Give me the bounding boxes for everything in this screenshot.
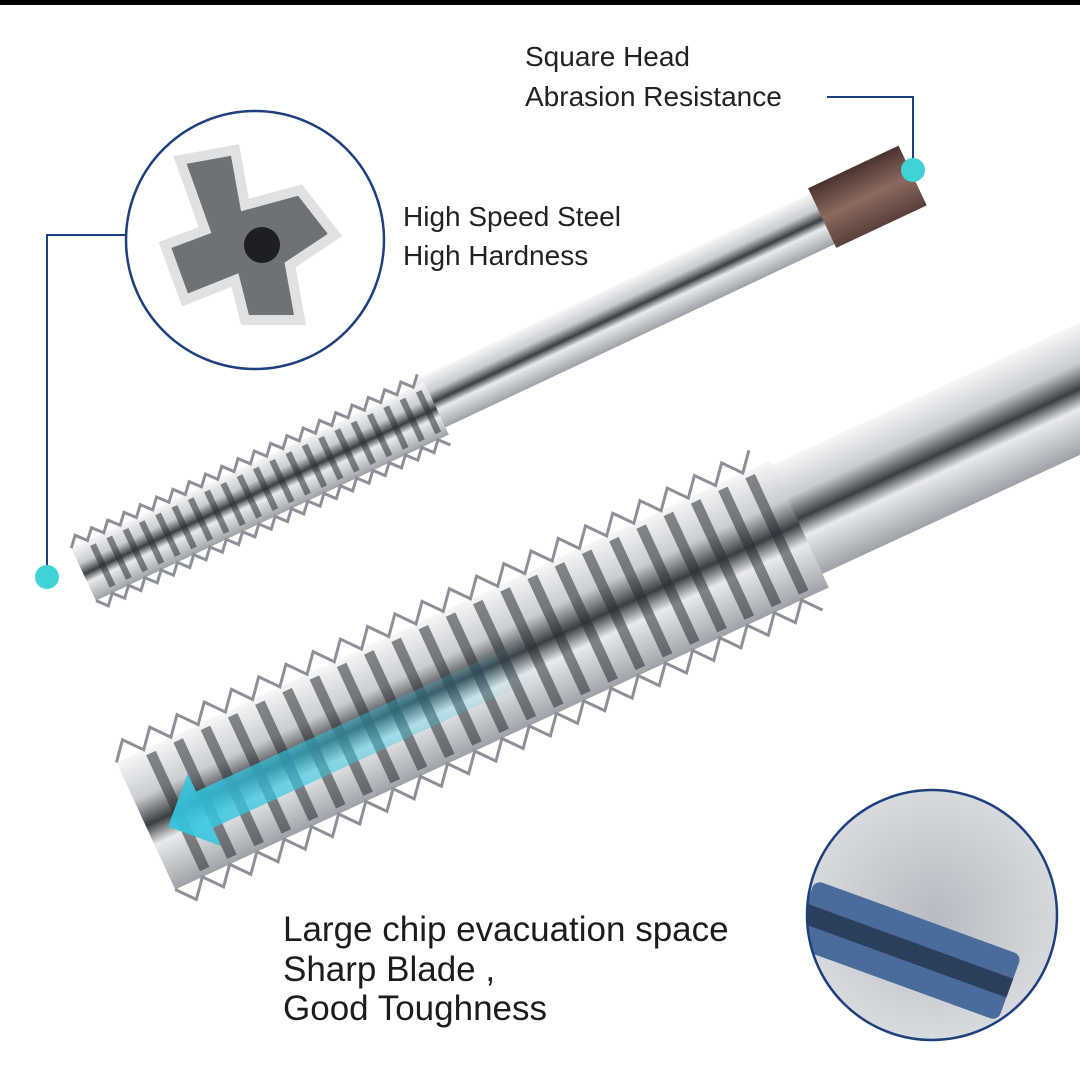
thread-groove [301,443,328,488]
label-high-speed-steel: High Speed Steel [403,201,621,232]
thread-teeth [95,437,451,608]
thread-teeth [69,373,419,549]
thread-groove [252,466,279,511]
thread-teeth [114,449,751,763]
thread-groove [527,574,591,696]
small-tap [69,145,927,608]
thread-groove [122,527,148,573]
thread-groove [581,549,646,671]
chip-flow-arrow [168,636,549,847]
thread-groove [690,499,755,620]
thread-groove [285,451,311,496]
label-high-hardness: High Hardness [403,240,589,271]
large-tap [114,305,1080,902]
square-head [808,145,927,248]
thread-groove [269,458,295,504]
cross-section-inset [124,109,386,371]
callout-line-head [827,96,914,170]
thread-groove [609,536,673,658]
label-chip-evacuation: Large chip evacuation space [283,910,729,949]
thread-groove [138,520,165,565]
thread-groove [90,543,116,588]
label-good-toughness: Good Toughness [283,989,548,1028]
thread-groove [366,412,393,458]
thread-teeth [174,597,824,902]
callout-dot-head [901,158,925,182]
thread-groove [318,435,344,481]
thread-groove [383,405,409,450]
thread-groove [554,562,618,683]
thread-groove [106,535,132,580]
thread-groove [220,481,246,527]
label-abrasion-resistance: Abrasion Resistance [525,81,782,112]
label-sharp-blade: Sharp Blade , [283,950,496,989]
thread-groove [350,420,376,465]
thread-groove [663,511,727,633]
thread-groove [155,512,181,557]
thread-groove [187,497,214,542]
callout-dot [35,565,59,589]
thread-groove [718,486,782,608]
thread-groove [415,389,442,435]
thread-groove [399,397,425,442]
thread-groove [334,428,360,473]
thread-groove [171,504,197,550]
thread-groove [636,524,700,645]
label-square-head: Square Head [525,41,691,72]
thread-groove [745,473,809,595]
thread-groove [236,474,262,519]
cutting-inset [805,788,1059,1042]
thread-groove [204,489,230,534]
callout-line-steel [35,234,127,589]
top-bar [0,0,1080,5]
